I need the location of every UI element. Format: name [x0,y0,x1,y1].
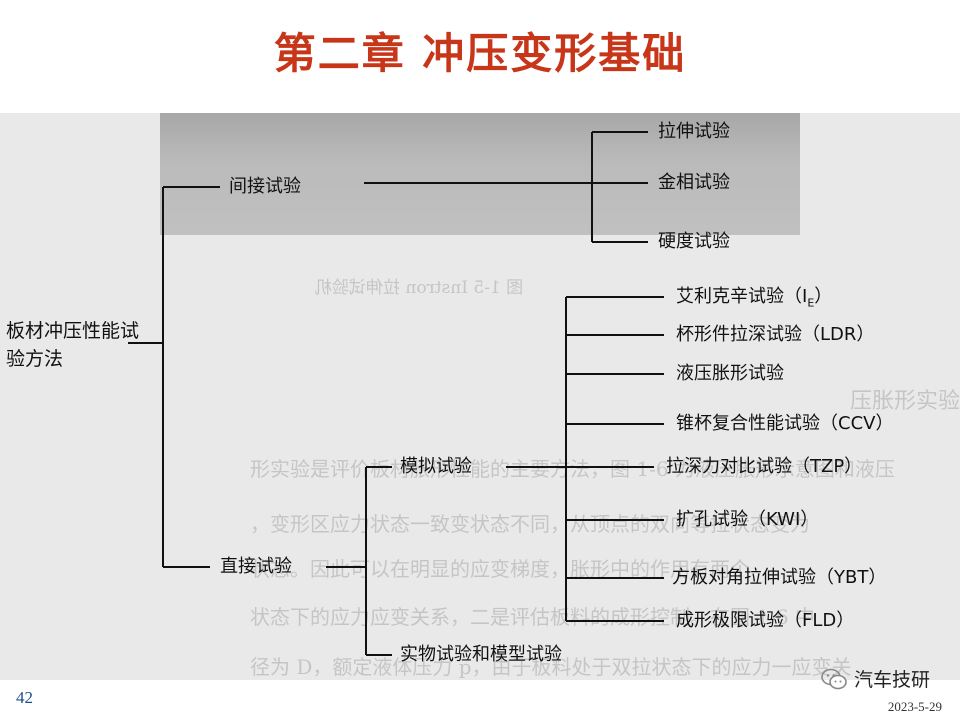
ghost-line: ，变形区应力状态一致变状态不同，从顶点的双向等拉状态变为 [250,512,810,536]
node-direct-test: 直接试验 [220,556,292,577]
slide-date: 2023-5-29 [887,699,942,714]
node-tzp-test: 拉深力对比试验（TZP） [666,456,863,477]
ghost-line: 状态下的应力应变关系，二是评估板料的成形控制。在图 1-6 中 [250,605,815,629]
node-ldr-test: 杯形件拉深试验（LDR） [676,324,875,345]
node-metallographic-test: 金相试验 [658,172,730,193]
watermark-text: 汽车技研 [853,669,930,691]
erichsen-label: 艾利克辛试验（I [676,286,808,307]
node-hardness-test: 硬度试验 [658,231,730,252]
node-ybt-test: 方板对角拉伸试验（YBT） [672,567,887,588]
ghost-line: 状态。因此可以在明显的应变梯度，胀形中的作用有两个 [250,557,750,581]
node-erichsen-test: 艾利克辛试验（IE） [676,286,832,315]
node-kwi-test: 扩孔试验（KWI） [676,509,819,530]
node-ccv-test: 锥杯复合性能试验（CCV） [676,413,894,434]
node-indirect-test: 间接试验 [229,176,301,197]
node-tensile-test: 拉伸试验 [658,121,730,142]
node-simulation-test: 模拟试验 [400,456,472,477]
wechat-icon [821,668,847,689]
erichsen-subscript: E [807,296,815,310]
photo-shading [160,113,800,235]
watermark: 汽车技研 [820,665,930,692]
scanned-figure: 图 1-5 Instron 拉伸试验机 压胀形实验 形实验是评价板材胀形性能的主… [0,113,960,680]
ghost-heading: 压胀形实验 [850,389,960,414]
slide-title: 第二章 冲压变形基础 [273,29,687,78]
tree-root: 板材冲压性能试验方法 [6,320,140,370]
page-number: 42 [16,688,33,707]
ghost-line: 形实验是评价板材胀形性能的主要方法，图 1-6 为液压胀形示意图和液压 [250,457,895,481]
node-hydraulic-bulge-test: 液压胀形试验 [676,363,784,384]
ghost-line: 径为 D，额定液体压力 p，由于板料处于双拉状态下的应力一应变关 [250,655,852,679]
erichsen-close: ） [814,286,833,307]
node-physical-model-test: 实物试验和模型试验 [400,644,562,665]
node-fld-test: 成形极限试验（FLD） [676,610,855,631]
